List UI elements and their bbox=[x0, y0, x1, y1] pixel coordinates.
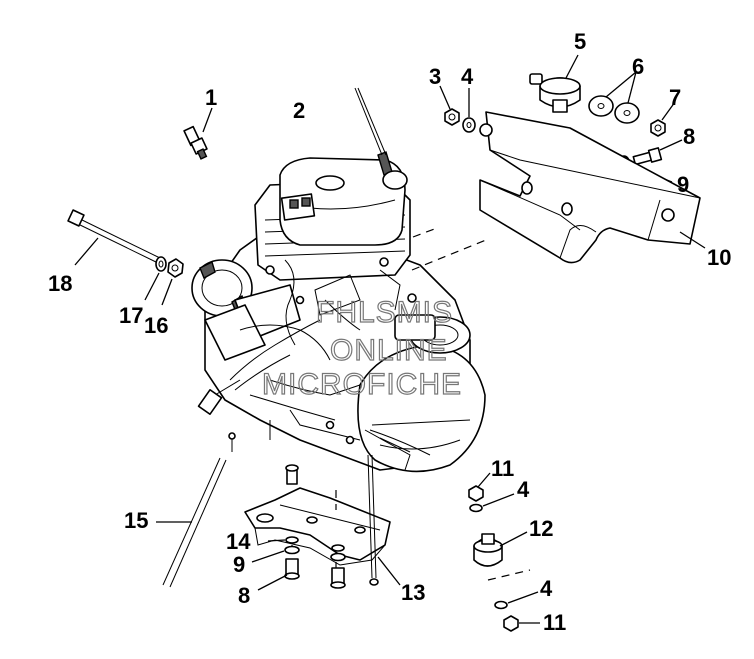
callout-2: 2 bbox=[293, 98, 305, 123]
watermark: FHLSMIS ONLINE MICROFICHE bbox=[261, 295, 462, 401]
callout-14: 14 bbox=[226, 529, 251, 554]
callout-4-lower: 4 bbox=[540, 576, 553, 601]
callout-1: 1 bbox=[205, 85, 217, 110]
part-14-lockwasher bbox=[267, 536, 345, 552]
part-10-engine-bracket bbox=[479, 111, 706, 264]
part-17-washer bbox=[144, 256, 167, 301]
part-6-washers bbox=[588, 71, 640, 124]
part-11-nut-lower bbox=[503, 615, 540, 632]
part-15-rod bbox=[156, 432, 236, 588]
part-9-washer-lower bbox=[251, 545, 346, 563]
part-12-rubber-mount bbox=[473, 531, 531, 581]
callout-8-lower: 8 bbox=[238, 583, 250, 608]
callout-15: 15 bbox=[124, 508, 148, 533]
part-3-nut bbox=[439, 85, 460, 126]
part-11-nut-upper bbox=[468, 472, 491, 502]
callout-17: 17 bbox=[119, 303, 143, 328]
callout-4-top: 4 bbox=[461, 64, 474, 89]
callout-6: 6 bbox=[632, 54, 644, 79]
part-4-washer-top bbox=[462, 88, 476, 133]
watermark-line2: ONLINE bbox=[330, 334, 448, 367]
part-16-nut bbox=[161, 258, 184, 306]
part-4-washer-upper bbox=[469, 493, 515, 513]
part-13-lower-bracket bbox=[244, 454, 401, 586]
callout-5: 5 bbox=[574, 29, 586, 54]
callout-13: 13 bbox=[401, 580, 425, 605]
cylinder-head bbox=[279, 157, 406, 246]
callout-4-upper: 4 bbox=[517, 477, 530, 502]
callout-3: 3 bbox=[429, 64, 441, 89]
callout-7: 7 bbox=[669, 85, 681, 110]
callout-labels: 1 2 3 4 5 6 7 8 9 10 11 4 12 4 11 13 14 … bbox=[48, 29, 731, 635]
callout-11-lower: 11 bbox=[543, 610, 566, 635]
callout-9-top: 9 bbox=[677, 172, 689, 197]
part-4-washer-lower bbox=[494, 591, 539, 610]
part-7-nut bbox=[650, 101, 676, 137]
part-8-bolt-top bbox=[632, 139, 683, 166]
part-18-long-bolt bbox=[67, 209, 161, 266]
callout-8-top: 8 bbox=[683, 124, 695, 149]
callout-12: 12 bbox=[529, 516, 553, 541]
callout-9-lower: 9 bbox=[233, 552, 245, 577]
watermark-line3: MICROFICHE bbox=[262, 368, 462, 401]
part-1-spark-plug bbox=[183, 107, 213, 160]
part-5-rubber-mount bbox=[529, 54, 581, 113]
engine-assembly bbox=[191, 87, 487, 473]
callout-18: 18 bbox=[48, 271, 72, 296]
callout-10: 10 bbox=[707, 245, 731, 270]
callout-11-upper: 11 bbox=[491, 456, 514, 481]
part-8-bolt-lower bbox=[257, 558, 346, 591]
callout-16: 16 bbox=[144, 313, 168, 338]
watermark-line1: FHLSMIS bbox=[316, 296, 453, 329]
